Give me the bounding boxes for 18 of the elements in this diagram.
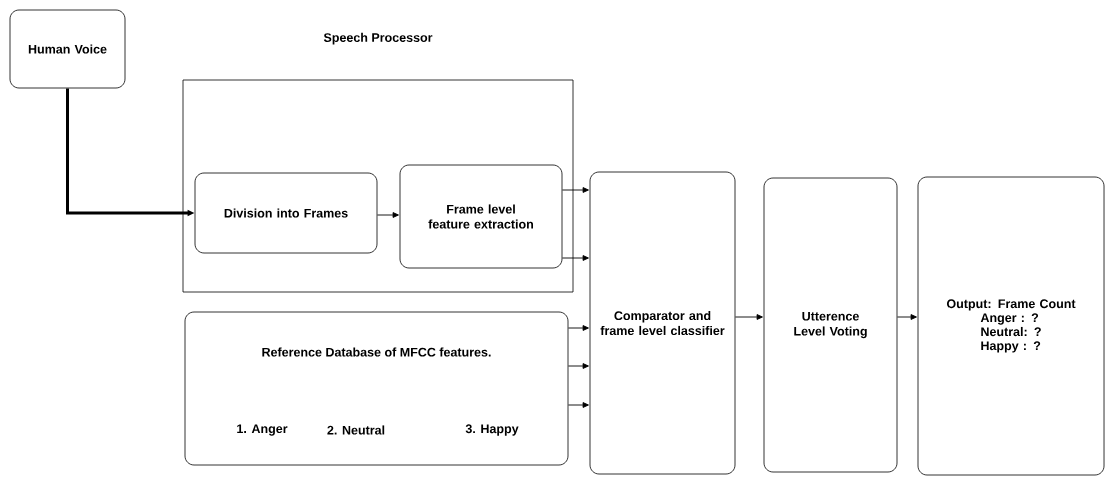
process-box: Utterence Level Voting <box>763 177 898 473</box>
arrow <box>567 325 589 331</box>
list-item: 1. Anger <box>237 424 288 436</box>
output-box: Output: Frame Count Anger : ? Neutral: ? Happy : ? <box>917 176 1105 476</box>
list-item: 2. Neutral <box>327 425 385 435</box>
arrow <box>567 402 589 408</box>
list-item: 3. Happy <box>465 424 519 436</box>
arrow <box>561 255 589 261</box>
arrow <box>376 212 399 218</box>
process-box: Human Voice <box>9 9 126 89</box>
process-box: Frame level feature extraction <box>399 164 563 269</box>
process-box: Division into Frames <box>194 172 378 254</box>
arrow <box>734 314 763 320</box>
arrow <box>567 363 589 369</box>
group-heading: Speech Processor <box>323 32 433 45</box>
arrow <box>561 187 589 193</box>
process-box: Comparator and frame level classifier <box>589 171 736 475</box>
arrow <box>896 314 917 320</box>
